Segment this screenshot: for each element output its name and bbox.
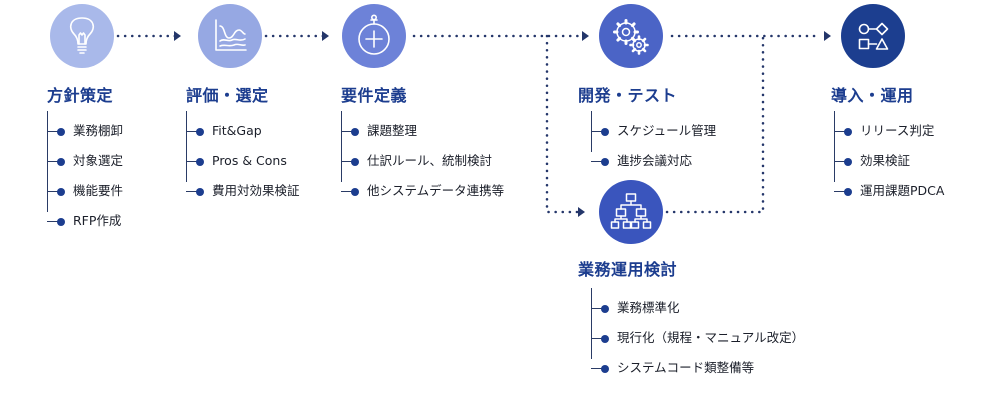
stage-2-list: Fit&Gap Pros & Cons 費用対効果検証 [186,111,300,211]
connector-merge-s5 [665,34,765,214]
compass-icon [358,14,390,55]
list-item: スケジュール管理 [591,121,716,151]
stage-4-list: スケジュール管理 進捗会議対応 [591,111,716,181]
line-chart-icon [215,19,247,51]
stage-4-title: 開発・テスト [578,86,678,105]
connector-branch-s5 [545,34,582,214]
list-item: 現行化（規程・マニュアル改定） [591,328,804,358]
list-item: 進捗会議対応 [591,151,716,181]
stage-1-title: 方針策定 [47,86,114,105]
stage-6-node [841,4,905,68]
list-item: Pros & Cons [186,151,300,181]
list-item: 仕訳ルール、統制検討 [341,151,504,181]
list-item: システムコード類整備等 [591,358,804,388]
arrowhead-s3 [322,31,329,41]
arrowhead-s5 [578,207,585,217]
stage-1-node [50,4,114,68]
stage-3-title: 要件定義 [341,86,408,105]
arrowhead-s2 [174,31,181,41]
list-item: 対象選定 [47,151,123,181]
list-item: RFP作成 [47,211,123,241]
arrowhead-s6 [824,31,831,41]
stage-5-title: 業務運用検討 [578,260,678,279]
list-item: リリース判定 [834,121,944,151]
stage-5-node [599,180,663,244]
list-item: 業務棚卸 [47,121,123,151]
list-item: 効果検証 [834,151,944,181]
stage-1-list: 業務棚卸 対象選定 機能要件 RFP作成 [47,111,123,241]
stage-3-node [342,4,406,68]
stage-5-list: 業務標準化 現行化（規程・マニュアル改定） システムコード類整備等 [591,288,804,388]
arrowhead-s4 [582,31,589,41]
list-item: Fit&Gap [186,121,300,151]
stage-6-list: リリース判定 効果検証 運用課題PDCA [834,111,944,211]
list-item: 他システムデータ連携等 [341,181,504,211]
shapes-icon [858,22,889,50]
stage-2-title: 評価・選定 [186,86,269,105]
gears-icon [613,19,649,55]
org-chart-icon [610,193,652,229]
list-item: 機能要件 [47,181,123,211]
stage-2-node [198,4,262,68]
list-item: 費用対効果検証 [186,181,300,211]
list-item: 運用課題PDCA [834,181,944,211]
stage-6-title: 導入・運用 [831,86,914,105]
stage-4-node [599,4,663,68]
stage-3-list: 課題整理 仕訳ルール、統制検討 他システムデータ連携等 [341,111,504,211]
list-item: 業務標準化 [591,298,804,328]
list-item: 課題整理 [341,121,504,151]
lightbulb-icon [69,17,95,54]
